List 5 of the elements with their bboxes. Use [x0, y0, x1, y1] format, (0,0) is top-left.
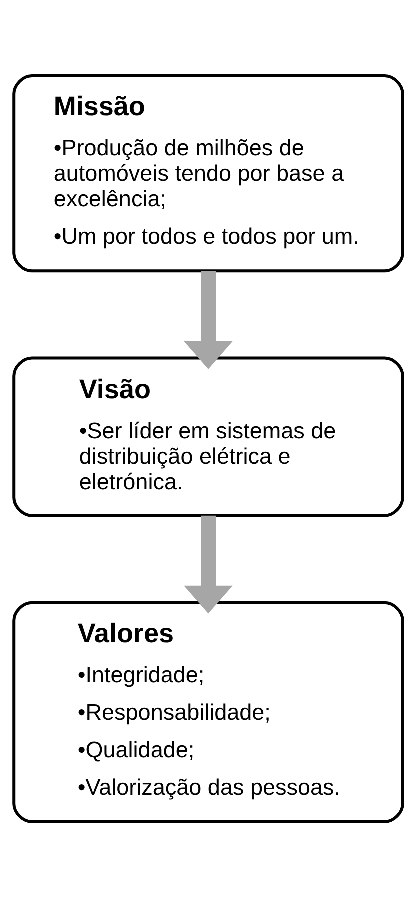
node-box: Missão •Produção de milhões de automóveis tendo por base a excelência; •Um por todos e todos por um. — [12, 74, 404, 273]
node-box: Visão •Ser líder em sistemas de distribuição elétrica e eletrónica. — [12, 356, 404, 518]
arrow — [184, 271, 233, 370]
node-box: Valores •Integridade; •Responsabilidade; •Qualidade; •Valorização das pessoas. — [12, 601, 404, 824]
arrow — [184, 516, 233, 614]
